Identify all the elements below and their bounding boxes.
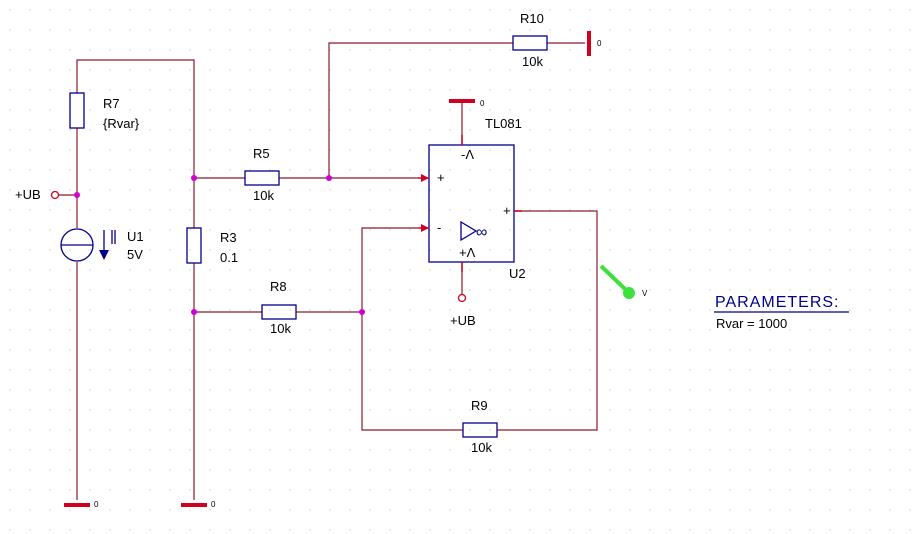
- ground-r10[interactable]: 0: [587, 31, 602, 56]
- amplifier-triangle-icon: [460, 220, 478, 242]
- pin-arrow-icon: [421, 224, 429, 232]
- u1-ref: U1: [127, 229, 144, 244]
- opamp-out-label: +: [503, 203, 511, 218]
- resistor-r7[interactable]: R7 {Rvar}: [69, 92, 140, 131]
- junction-ub: [74, 192, 80, 198]
- supply-terminal-opamp[interactable]: +UB: [450, 293, 476, 329]
- r7-ref: R7: [103, 96, 120, 111]
- r3-ref: R3: [220, 230, 237, 245]
- junction-inv: [359, 309, 365, 315]
- ground-label: 0: [597, 39, 602, 48]
- ground-label: 0: [211, 500, 216, 509]
- terminal-circle-icon[interactable]: [457, 293, 467, 303]
- r8-value: 10k: [270, 321, 291, 336]
- wire-r7-top[interactable]: [76, 59, 195, 178]
- r5-value: 10k: [253, 188, 274, 203]
- resistor-r3-body[interactable]: [186, 227, 202, 264]
- parameters-line: Rvar = 1000: [716, 316, 787, 331]
- terminal-circle-icon[interactable]: [50, 190, 60, 200]
- resistor-r9-body[interactable]: [462, 422, 498, 438]
- opamp-u2[interactable]: + - + -Λ +Λ ∞ TL081 U2: [418, 116, 526, 281]
- pin-arrow-icon: [421, 174, 429, 182]
- ground-label: 0: [94, 500, 99, 509]
- r10-ref: R10: [520, 11, 544, 26]
- resistor-r10-body[interactable]: [512, 35, 548, 51]
- wires: [58, 42, 598, 500]
- current-source-u1[interactable]: U1 5V: [60, 228, 144, 262]
- opamp-pos-supply-label: +Λ: [459, 245, 476, 260]
- r9-value: 10k: [471, 440, 492, 455]
- resistor-r9[interactable]: R9 10k: [462, 398, 498, 455]
- r7-value: {Rvar}: [103, 116, 140, 131]
- voltage-probe[interactable]: V: [599, 264, 648, 299]
- junction-r10: [326, 175, 332, 181]
- parameters-block[interactable]: PARAMETERS: Rvar = 1000: [714, 294, 849, 331]
- resistor-r5-body[interactable]: [244, 170, 280, 186]
- ground-opamp[interactable]: 0: [449, 99, 485, 108]
- opamp-plus-label: +: [437, 170, 445, 185]
- supply-label-left: +UB: [15, 187, 41, 202]
- u1-value: 5V: [127, 247, 143, 262]
- infinity-icon: ∞: [476, 224, 487, 241]
- ground-label: 0: [480, 99, 485, 108]
- junction-r5: [191, 175, 197, 181]
- arrow-head-icon: [99, 250, 109, 260]
- resistor-r3[interactable]: R3 0.1: [186, 227, 238, 265]
- opamp-ref: U2: [509, 266, 526, 281]
- r10-value: 10k: [522, 54, 543, 69]
- supply-label-opamp: +UB: [450, 313, 476, 328]
- wire-feedback[interactable]: [497, 210, 598, 431]
- probe-tip-icon[interactable]: [623, 287, 635, 299]
- junctions: [74, 175, 365, 315]
- probe-label: V: [642, 289, 648, 298]
- junction-r8: [191, 309, 197, 315]
- r5-ref: R5: [253, 146, 270, 161]
- supply-terminal-left[interactable]: +UB: [15, 187, 60, 202]
- opamp-neg-supply-label: -Λ: [461, 147, 474, 162]
- resistor-r8[interactable]: R8 10k: [261, 279, 297, 336]
- resistor-r5[interactable]: R5 10k: [244, 146, 280, 203]
- resistor-r10[interactable]: R10 10k: [512, 11, 548, 69]
- resistor-r8-body[interactable]: [261, 304, 297, 320]
- opamp-model: TL081: [485, 116, 522, 131]
- ground-left[interactable]: 0: [64, 500, 99, 509]
- parameters-title: PARAMETERS:: [715, 294, 840, 311]
- r3-value: 0.1: [220, 250, 238, 265]
- opamp-minus-label: -: [437, 220, 441, 235]
- resistor-r7-body[interactable]: [69, 92, 85, 129]
- probe-icon[interactable]: [599, 264, 628, 292]
- r8-ref: R8: [270, 279, 287, 294]
- r9-ref: R9: [471, 398, 488, 413]
- wire-r10-left[interactable]: [328, 42, 513, 178]
- opamp-body[interactable]: [428, 144, 515, 263]
- wire-inverting-input[interactable]: [361, 227, 463, 431]
- ground-middle[interactable]: 0: [181, 500, 216, 509]
